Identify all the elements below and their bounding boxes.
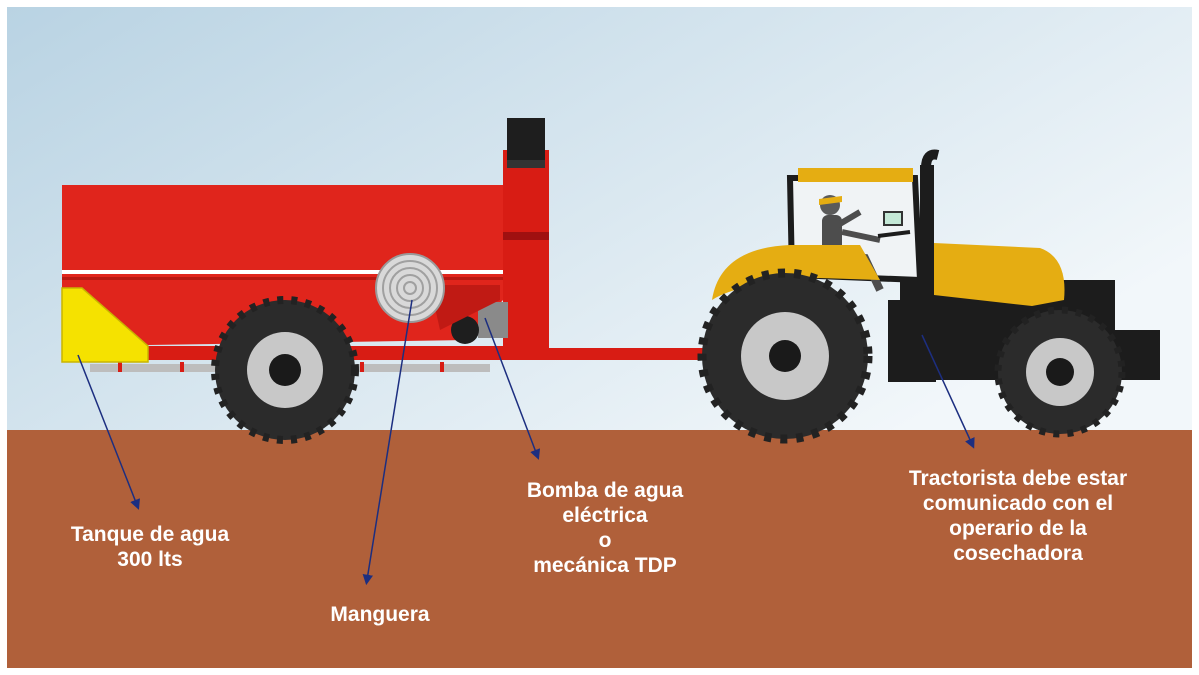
pump <box>451 316 479 344</box>
label-pump-line-4: mecánica TDP <box>533 554 677 577</box>
exhaust-pipe <box>920 165 934 335</box>
label-driver: Tractorista debe estar comunicado con el… <box>868 466 1168 566</box>
tank-arrow <box>77 354 140 510</box>
label-driver-line-3: operario de la <box>949 517 1087 540</box>
label-tank-line-2: 300 lts <box>117 548 183 571</box>
cab-roof <box>798 168 913 182</box>
label-pump: Bomba de agua eléctrica o mecánica TDP <box>490 478 720 578</box>
label-hose-line-1: Manguera <box>330 603 430 626</box>
pump-arrow <box>484 317 541 460</box>
tractor-front-wheel <box>994 306 1126 438</box>
label-tank-line-1: Tanque de agua <box>70 523 230 546</box>
cart-wheel <box>211 296 359 444</box>
auger-spout <box>507 118 545 166</box>
label-hose: Manguera <box>300 602 460 627</box>
tractor-rear-wheel <box>697 268 873 444</box>
hose-arrow <box>362 299 413 586</box>
hood <box>934 243 1065 306</box>
tow-bar <box>515 348 710 360</box>
water-cart <box>61 118 710 444</box>
auger-tube <box>503 150 549 350</box>
driver-arrow <box>921 334 975 449</box>
cab-step <box>888 300 936 382</box>
cart-stripe <box>62 270 503 274</box>
ground <box>7 430 1192 668</box>
label-pump-line-1: Bomba de agua <box>526 479 684 502</box>
label-pump-line-2: eléctrica <box>562 504 648 527</box>
label-tank: Tanque de agua 300 lts <box>40 522 260 572</box>
label-driver-line-2: comunicado con el <box>922 492 1114 515</box>
label-pump-line-3: o <box>598 529 612 552</box>
label-driver-line-1: Tractorista debe estar <box>908 467 1128 490</box>
tractor <box>697 149 1160 444</box>
label-driver-line-4: cosechadora <box>953 542 1083 565</box>
water-tank <box>61 287 149 363</box>
